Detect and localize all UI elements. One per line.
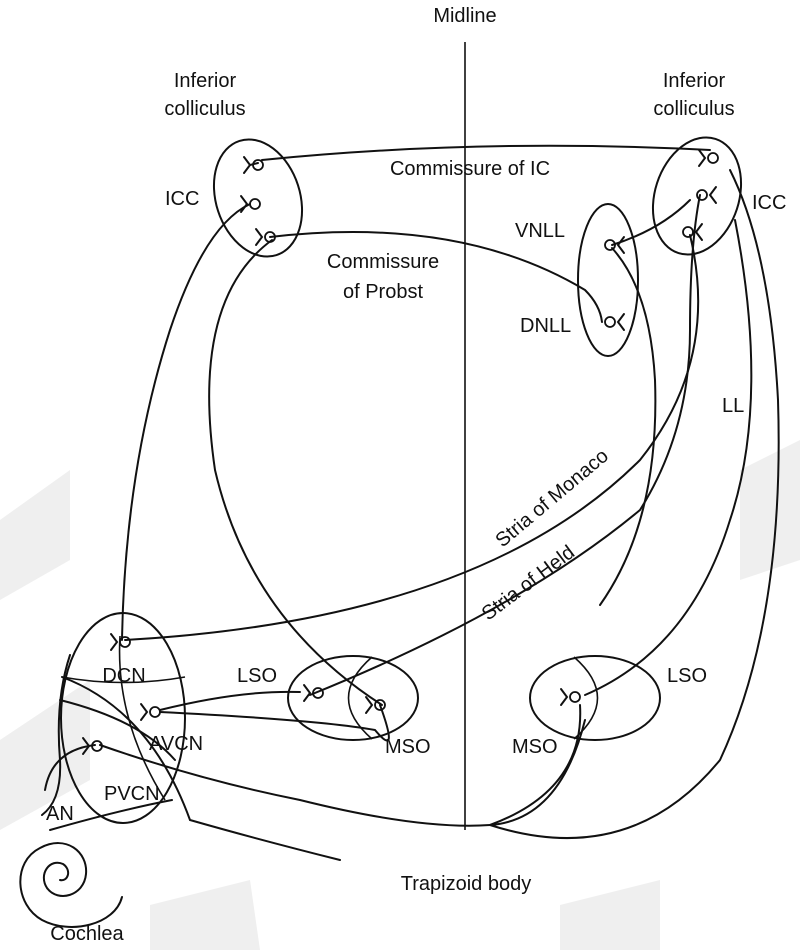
commissure-ic-label: Commissure of IC <box>390 158 550 180</box>
stria-held-label: Stria of Held <box>478 541 579 625</box>
left-icc-label: ICC <box>165 188 199 210</box>
pvcn-label: PVCN <box>104 783 160 805</box>
left-inferior-colliculus-outline <box>212 138 304 258</box>
dcn-label: DCN <box>102 665 145 687</box>
right-superior-olive-outline <box>529 655 661 741</box>
right-ic-label-line1: Inferior <box>663 70 726 92</box>
lateral-lemniscus-nuclei-outline <box>577 203 639 357</box>
vnll-label: VNLL <box>515 220 565 242</box>
left-mso-label: MSO <box>385 736 431 758</box>
dnll-label: DNLL <box>520 315 571 337</box>
right-lso-label: LSO <box>667 665 707 687</box>
left-ic-label-line2: colliculus <box>164 98 245 120</box>
watermark <box>0 440 800 950</box>
cochlea-spiral <box>19 842 123 928</box>
avcn-label: AVCN <box>149 733 203 755</box>
right-mso-divider <box>573 656 599 740</box>
right-icc-label: ICC <box>752 192 786 214</box>
cochlea-label: Cochlea <box>50 923 124 945</box>
left-lso-label: LSO <box>237 665 277 687</box>
left-mso-divider <box>347 656 373 740</box>
probst-label-line1: Commissure <box>327 251 439 273</box>
right-mso-label: MSO <box>512 736 558 758</box>
ll-label: LL <box>722 395 744 417</box>
midline-label: Midline <box>433 5 496 27</box>
right-ic-label-line2: colliculus <box>653 98 734 120</box>
cell-bodies <box>82 149 719 755</box>
fiber-pathways <box>41 144 780 861</box>
right-inferior-colliculus-outline <box>651 136 743 256</box>
dcn-divider <box>61 676 186 684</box>
an-label: AN <box>46 803 74 825</box>
left-superior-olive-outline <box>287 655 419 741</box>
left-ic-label-line1: Inferior <box>174 70 237 92</box>
probst-label-line2: of Probst <box>343 281 423 303</box>
trapezoid-body-label: Trapizoid body <box>401 873 531 895</box>
